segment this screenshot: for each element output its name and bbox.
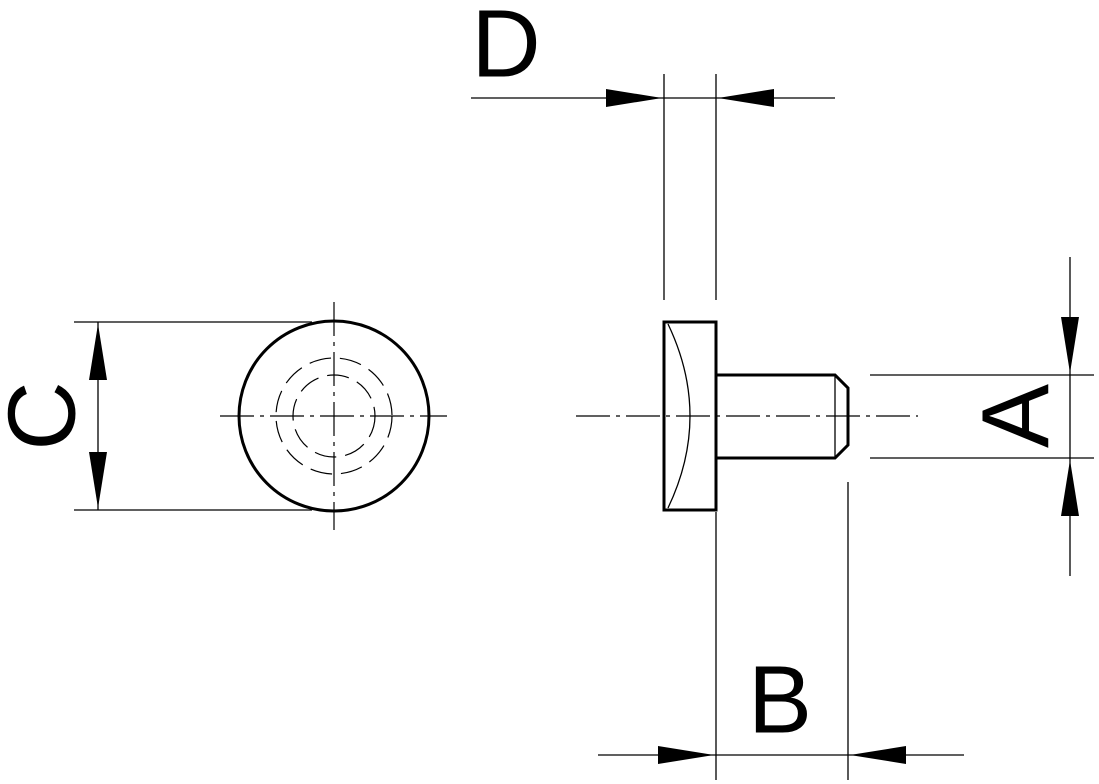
side-view: [576, 320, 918, 512]
dimension-b-label: B: [748, 647, 812, 754]
dimension-d: D: [471, 0, 835, 300]
dimension-b-arrow-left: [658, 746, 714, 764]
dimension-c-label: C: [0, 381, 96, 450]
dimension-b-arrow-right: [850, 746, 906, 764]
dimension-d-label: D: [471, 0, 540, 98]
dimension-b: B: [598, 482, 964, 780]
dimension-d-arrow-right: [718, 89, 774, 107]
dimension-a-label: A: [963, 384, 1070, 448]
dimension-c: C: [0, 321, 312, 511]
dimension-a-arrow-bottom: [1061, 460, 1079, 516]
front-view: [220, 302, 447, 530]
dimension-a: A: [870, 257, 1094, 576]
dimension-c-arrow-bottom: [89, 452, 107, 508]
dimension-d-arrow-left: [606, 89, 662, 107]
dimension-a-arrow-top: [1061, 317, 1079, 373]
dimension-c-arrow-top: [89, 324, 107, 380]
